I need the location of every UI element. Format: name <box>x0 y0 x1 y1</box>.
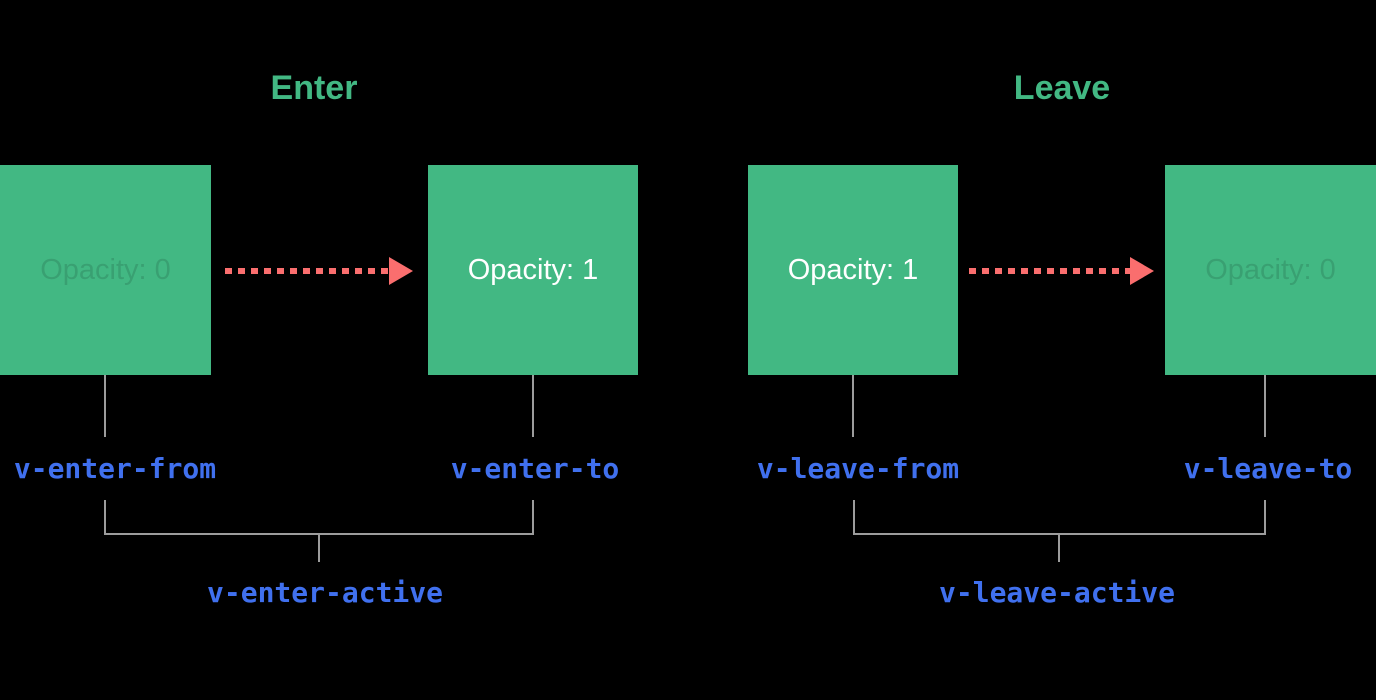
leave-from-box: Opacity: 1 <box>748 165 958 375</box>
enter-from-class-label: v-enter-from <box>13 452 217 485</box>
enter-from-box-label: Opacity: 0 <box>40 253 171 286</box>
leave-to-box: Opacity: 0 <box>1165 165 1376 375</box>
arrowhead-icon <box>1130 257 1154 285</box>
leave-to-connector-line <box>1264 375 1266 437</box>
enter-to-box: Opacity: 1 <box>428 165 638 375</box>
leave-phase-title: Leave <box>1013 69 1111 107</box>
enter-to-connector-line <box>532 375 534 437</box>
leave-to-box-label: Opacity: 0 <box>1205 253 1336 286</box>
leave-active-class-label: v-leave-active <box>938 576 1176 609</box>
dashed-line <box>969 268 1130 274</box>
enter-active-bracket <box>104 500 534 535</box>
leave-from-connector-line <box>852 375 854 437</box>
enter-to-box-label: Opacity: 1 <box>467 253 599 286</box>
enter-active-class-label: v-enter-active <box>206 576 444 609</box>
leave-active-bracket <box>853 500 1266 535</box>
leave-active-bracket-stub <box>1058 535 1060 562</box>
dashed-line <box>225 268 389 274</box>
enter-from-box: Opacity: 0 <box>0 165 211 375</box>
enter-active-bracket-stub <box>318 535 320 562</box>
enter-from-connector-line <box>104 375 106 437</box>
enter-phase-title: Enter <box>270 69 358 107</box>
leave-transition-arrow-icon <box>969 257 1154 285</box>
enter-transition-arrow-icon <box>225 257 413 285</box>
leave-from-box-label: Opacity: 1 <box>787 253 919 286</box>
leave-to-class-label: v-leave-to <box>1183 452 1353 485</box>
arrowhead-icon <box>389 257 413 285</box>
leave-from-class-label: v-leave-from <box>756 452 960 485</box>
enter-to-class-label: v-enter-to <box>450 452 620 485</box>
